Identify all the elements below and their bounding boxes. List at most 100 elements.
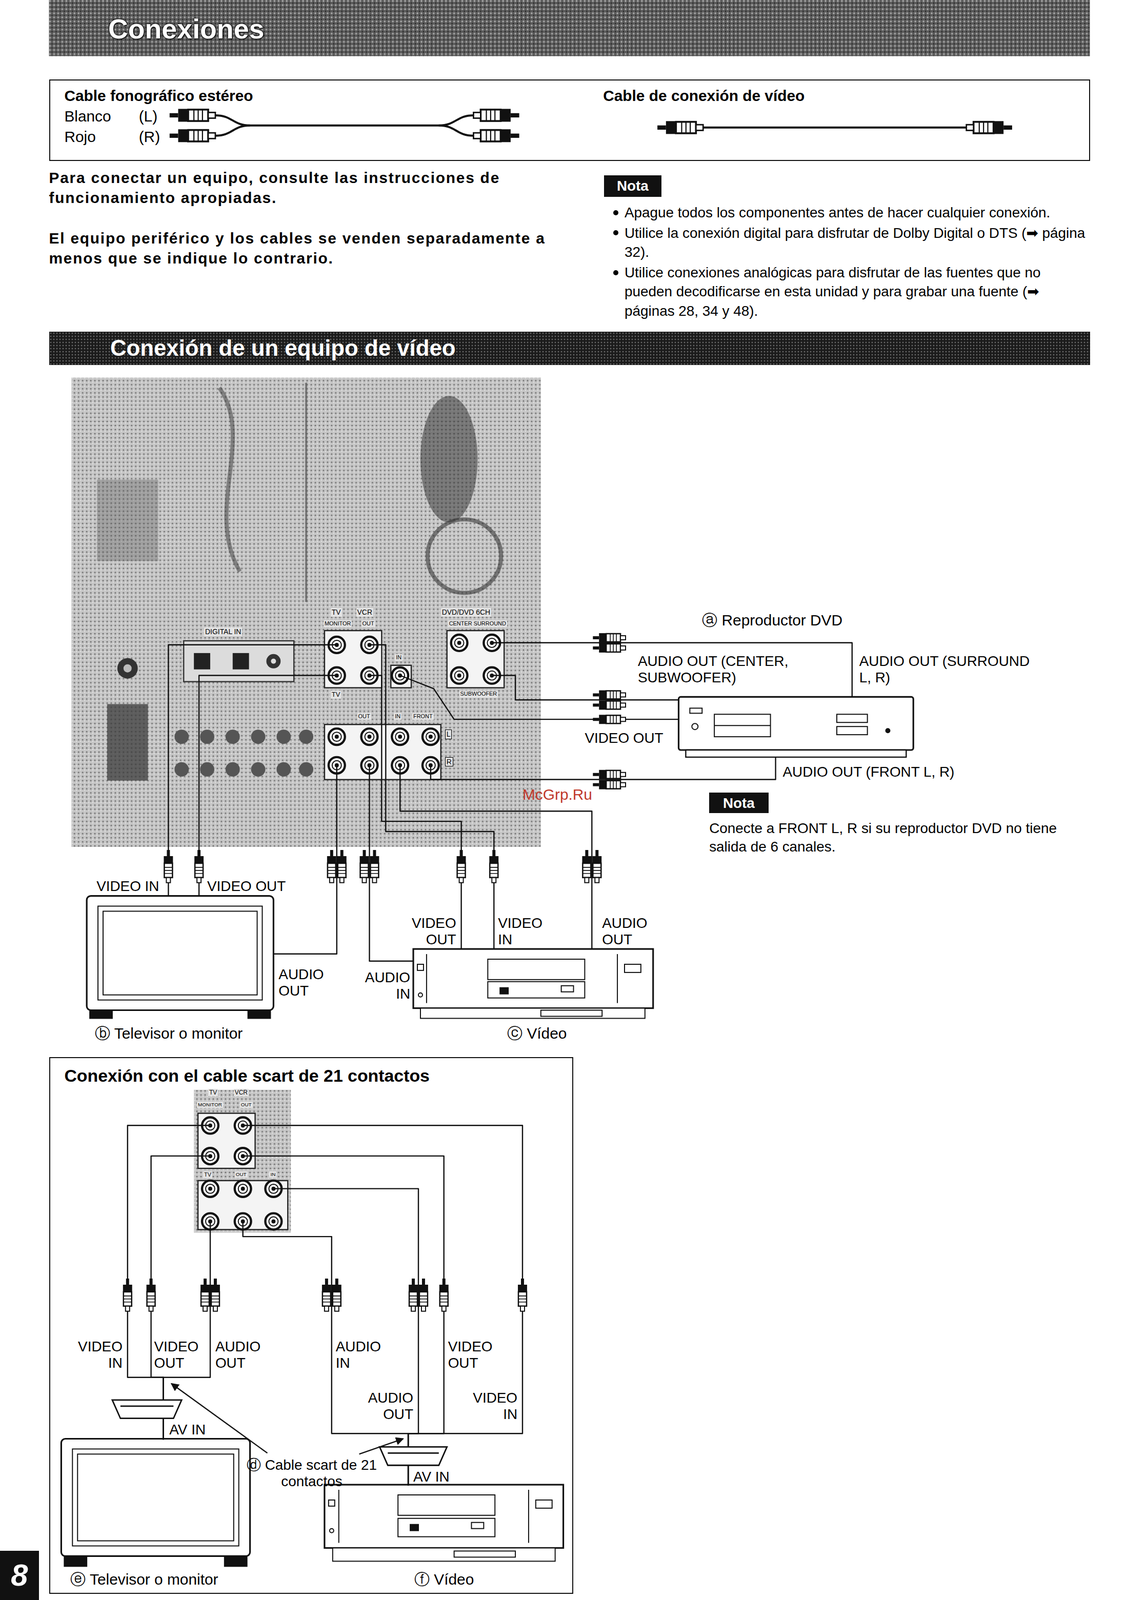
- av-cable: [243, 1125, 523, 1486]
- receiver-rear-panel-art: [225, 729, 240, 745]
- receiver-rear-panel-art: [96, 479, 158, 562]
- receiver-rear-panel-art: [71, 377, 541, 848]
- vcr-art: [410, 1524, 419, 1532]
- instruction-text: El equipo periférico y los cables se ven…: [49, 228, 578, 269]
- panel-label: TV: [330, 608, 343, 617]
- receiver-rear-panel-art: [276, 762, 291, 777]
- receiver-rear-panel-art: [174, 729, 189, 745]
- section-band: Conexión de un equipo de vídeo: [49, 331, 1091, 366]
- av-cable: [168, 645, 337, 897]
- title-band: [49, 0, 1091, 56]
- receiver-rear-panel-art: [305, 382, 308, 602]
- panel-label: OUT: [357, 713, 372, 720]
- vcr-art: [417, 964, 424, 971]
- device-caption: ⓔ Televisor o monitor: [70, 1570, 218, 1590]
- rca-plug: [327, 850, 347, 883]
- tv-set: ⓔ Televisor o monitor: [62, 1439, 251, 1568]
- note-label: Nota: [616, 177, 649, 195]
- panel-label: MONITOR: [196, 1101, 224, 1109]
- panel-label: TV: [208, 1089, 218, 1097]
- scart-plug: [379, 1446, 447, 1466]
- connector-label: VIDEO OUT: [207, 877, 286, 895]
- vcr-art: [499, 988, 509, 995]
- cable-illustration: [473, 129, 519, 143]
- rca-plug: [592, 770, 626, 790]
- receiver-rear-panel-art: [270, 658, 276, 665]
- panel-label: MONITOR: [323, 620, 352, 628]
- page-number: 8: [0, 1551, 39, 1600]
- receiver-rear-panel-art: [174, 762, 189, 777]
- channel-mark: (R): [138, 127, 160, 147]
- rca-plug: [200, 1278, 220, 1312]
- vcr-art: [338, 1490, 340, 1544]
- dvd-player-art: [689, 708, 702, 714]
- cable-illustration: [169, 108, 1013, 143]
- vcr-art: [397, 1518, 495, 1538]
- receiver-rear-panel-art: [117, 658, 138, 679]
- note-label: Nota: [722, 794, 755, 812]
- cable-title: Cable de conexión de vídeo: [602, 86, 805, 106]
- receiver-rear-panel-art: [251, 762, 266, 777]
- vcr-art: [487, 959, 585, 980]
- receiver-rear-panel-art: [324, 630, 382, 688]
- rca-plug: [359, 850, 380, 883]
- receiver-rear-panel-art: [174, 729, 314, 777]
- panel-label: TV: [203, 1171, 213, 1179]
- receiver-av-jacks: TVVCRMONITOROUTTVOUTIN: [194, 1091, 292, 1235]
- cable-illustration: [169, 108, 216, 122]
- dvd-player-art: [685, 750, 907, 758]
- receiver-rear-panel-art: [361, 728, 378, 746]
- dvd-player-art: [714, 725, 771, 727]
- connector-label: AV IN: [169, 1421, 206, 1439]
- dvd-player-art: [678, 696, 914, 757]
- panel-label: OUT: [361, 620, 376, 628]
- dvd-player-art: [691, 723, 698, 730]
- rca-plug: [592, 714, 626, 725]
- channel-mark: R: [445, 757, 454, 768]
- dvd-player-art: [885, 728, 890, 733]
- rca-plug: [123, 1278, 133, 1312]
- tv-art: [86, 896, 274, 1011]
- dvd-player-art: [714, 714, 771, 737]
- panel-heading: Conexión con el cable scart de 21 contac…: [64, 1065, 430, 1087]
- leader-line: [171, 1383, 268, 1454]
- connector-label: AUDIO OUT (FRONT L, R): [782, 763, 955, 781]
- receiver-rear-panel-art: [422, 728, 439, 746]
- receiver-rear-panel-art: [328, 728, 346, 746]
- vcr-art: [329, 1529, 334, 1534]
- av-cable: [273, 1189, 419, 1486]
- cable-illustration: [702, 126, 967, 129]
- receiver-av-jacks-art: [234, 1180, 252, 1198]
- connector-label: VIDEO IN: [66, 1338, 123, 1372]
- panel-label: DIGITAL IN: [204, 627, 243, 637]
- receiver-rear-panel-art: [225, 762, 240, 777]
- av-cable: [127, 1125, 211, 1440]
- rca-plug: [439, 1278, 449, 1312]
- receiver-rear-panel-art: [199, 762, 215, 777]
- receiver-rear-panel-art: [232, 653, 250, 670]
- connector-label: VIDEO OUT: [154, 1338, 208, 1372]
- vcr-art: [418, 993, 423, 998]
- receiver-rear-panel-art: [298, 762, 314, 777]
- rca-plug: [581, 850, 602, 883]
- panel-label: DVD/DVD 6CH: [440, 608, 492, 617]
- tv-art: [89, 1010, 113, 1019]
- receiver-rear-panel-art: [447, 630, 505, 688]
- note-badge: Nota: [604, 175, 661, 197]
- panel-label: SUBWOOFER: [459, 690, 499, 698]
- channel-mark: L: [445, 729, 453, 740]
- receiver-rear-panel-art: [390, 665, 412, 689]
- vcr-art: [413, 949, 654, 1019]
- tv-art: [86, 896, 274, 1019]
- receiver-av-jacks-art: [265, 1213, 282, 1231]
- panel-label: VCR: [233, 1089, 249, 1097]
- vcr-art: [420, 1008, 646, 1019]
- vcr-art: [454, 1551, 516, 1558]
- device-caption: ⓒ Vídeo: [507, 1024, 567, 1043]
- dvd-player-art: [836, 726, 868, 735]
- dvd-player: ⓐ Reproductor DVD: [678, 696, 914, 757]
- note-badge: Nota: [709, 792, 769, 814]
- connector-label: VIDEO OUT: [400, 915, 456, 949]
- cable-illustration: [473, 108, 519, 122]
